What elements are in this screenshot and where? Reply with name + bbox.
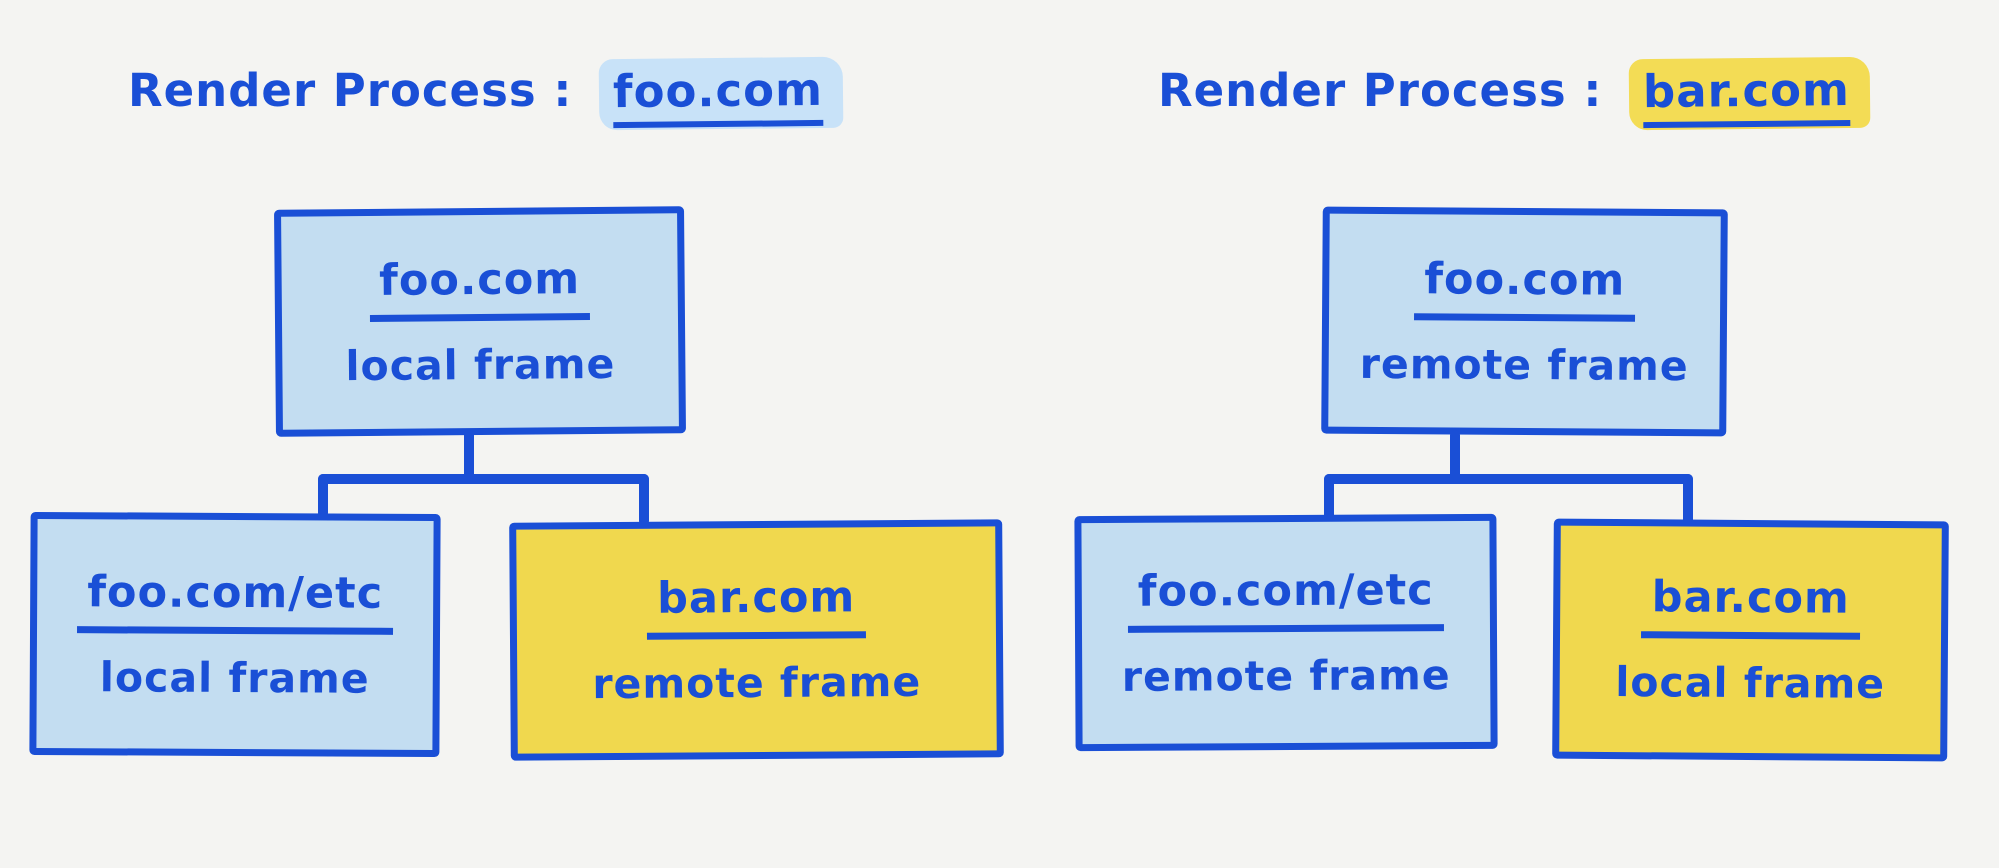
panel-title: Render Process : bar.com (1158, 56, 1871, 131)
frame-node-child: foo.com/etc remote frame (1074, 513, 1498, 752)
tree-connector-stub-left (318, 474, 328, 518)
render-process-panel-bar: Render Process : bar.com foo.com remote … (1000, 0, 1999, 868)
tree-connector-stub-right (1683, 474, 1693, 526)
frame-type-label: local frame (1615, 658, 1886, 708)
frame-node-child: bar.com remote frame (509, 519, 1004, 761)
title-domain-highlight: bar.com (1628, 56, 1871, 131)
title-prefix: Render Process : (1158, 64, 1603, 117)
frame-type-label: local frame (99, 652, 370, 703)
frame-type-label: remote frame (592, 657, 922, 709)
tree-connector-bar (1324, 474, 1693, 484)
frame-node-child: foo.com/etc local frame (29, 511, 441, 758)
tree-connector-stub-right (639, 474, 649, 526)
frame-node-root: foo.com remote frame (1321, 206, 1728, 437)
tree-connector-stub-left (1324, 474, 1334, 520)
frame-type-label: remote frame (1121, 650, 1451, 701)
render-process-panel-foo: Render Process : foo.com foo.com local f… (0, 0, 1004, 868)
frame-domain: bar.com (647, 572, 866, 640)
frame-domain: foo.com (1414, 253, 1636, 322)
tree-connector-stem (1450, 430, 1460, 484)
frame-domain: foo.com/etc (1127, 564, 1444, 633)
frame-type-label: remote frame (1359, 339, 1689, 390)
title-domain: bar.com (1642, 62, 1851, 129)
frame-node-child: bar.com local frame (1552, 518, 1949, 762)
tree-connector-stem (464, 430, 474, 484)
title-domain-highlight: foo.com (598, 56, 844, 131)
panel-title: Render Process : foo.com (128, 56, 844, 131)
frame-node-root: foo.com local frame (274, 206, 686, 437)
tree-connector-bar (318, 474, 649, 484)
title-domain: foo.com (612, 62, 824, 129)
frame-domain: bar.com (1641, 572, 1860, 640)
frame-domain: foo.com/etc (77, 566, 394, 635)
title-prefix: Render Process : (128, 64, 573, 117)
frame-type-label: local frame (345, 339, 616, 390)
frame-domain: foo.com (368, 253, 591, 322)
